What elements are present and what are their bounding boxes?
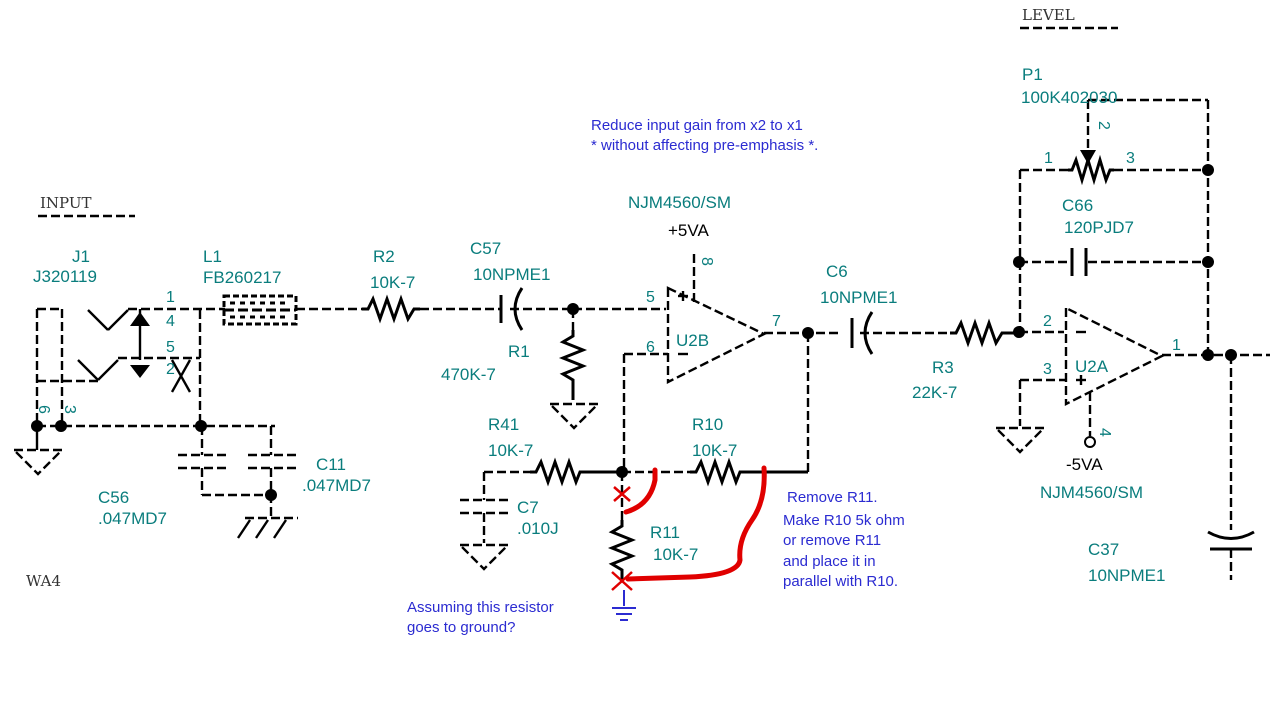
c7-capacitor [457,472,511,571]
r41-resistor [530,457,622,487]
j1-jack [11,307,275,476]
c37-value-label: 10NPME1 [1088,566,1165,585]
r11-value-label: 10K-7 [653,545,698,564]
c11-value-label: .047MD7 [302,476,371,495]
r2-resistor [362,294,420,324]
r1-ref-label: R1 [508,342,530,361]
c57-value-label: 10NPME1 [473,265,550,284]
u2b-pin-8: 8 [698,257,715,266]
u2a-ref-label: U2A [1075,357,1109,376]
level-section-title: LEVEL [1022,6,1075,24]
c11-ref-label: C11 [316,455,346,474]
r11-note-line-4: and place it in [783,553,876,570]
r3-ref-label: R3 [932,358,954,377]
r2-ref-label: R2 [373,247,395,266]
r11-resistor [607,520,637,580]
r41-ref-label: R41 [488,415,519,434]
p1-value-label: 100K402030 [1021,88,1117,107]
r11-note-line-3: or remove R11 [783,532,881,549]
r1-ground-symbol [547,402,601,430]
r11-note-line-2: Make R10 5k ohm [783,512,905,529]
u2b-ref-label: U2B [676,331,709,350]
c66-value-label: 120PJD7 [1064,218,1134,237]
u2a-pin-2: 2 [1043,313,1052,330]
j1-ref-label: J1 [72,247,90,266]
r11-ref-label: R11 [650,523,680,542]
ground-note: Assuming this resistor goes to ground? [407,599,558,636]
c37-capacitor [1207,530,1255,580]
j1-pin-3: 3 [61,405,78,414]
u2a-part-label: NJM4560/SM [1040,483,1143,502]
c56-ref-label: C56 [98,488,129,507]
c57-capacitor [499,287,572,331]
gain-note: Reduce input gain from x2 to x1 * withou… [591,117,818,154]
r10-value-label: 10K-7 [692,441,737,460]
u2b-pin-5: 5 [646,289,655,306]
c57-ref-label: C57 [470,239,501,258]
l1-ref-label: L1 [203,247,222,266]
j1-pin-1: 1 [166,289,175,306]
p1-pin-3: 3 [1126,150,1135,167]
r2-value-label: 10K-7 [370,273,415,292]
c56-value-label: .047MD7 [98,509,167,528]
r11-note: Remove R11. Make R10 5k ohm or remove R1… [783,489,909,590]
c6-capacitor [850,311,950,355]
j1-pin-6: 6 [35,405,52,414]
ground-note-line-1: Assuming this resistor [407,599,554,616]
r41-value-label: 10K-7 [488,441,533,460]
l1-value-label: FB260217 [203,268,281,287]
r1-value-label: 470K-7 [441,365,496,384]
r3-value-label: 22K-7 [912,383,957,402]
r11-note-line-5: parallel with R10. [783,573,898,590]
level-wiring [1013,98,1214,355]
c7-ref-label: C7 [517,498,539,517]
u2a-supply-label: -5VA [1066,455,1103,474]
u2a-pin-3: 3 [1043,361,1052,378]
gain-note-line-2: * without affecting pre-emphasis *. [591,137,818,154]
r1-resistor [558,330,588,400]
j1-pin-4: 4 [166,313,175,330]
c56-c11-capacitors [178,426,298,539]
c37-ref-label: C37 [1088,540,1119,559]
input-section-title: INPUT [40,194,92,212]
r10-ref-label: R10 [692,415,723,434]
u2a-pin-4: 4 [1096,428,1113,437]
j1-value-label: J320119 [33,267,97,286]
r3-resistor [950,318,1018,348]
j1-pin-5: 5 [166,339,175,356]
c6-ref-label: C6 [826,262,848,281]
ground-note-line-2: goes to ground? [407,619,515,636]
p1-pin-2: 2 [1095,121,1112,130]
j1-pin-2: 2 [166,361,175,378]
gain-note-line-1: Reduce input gain from x2 to x1 [591,117,803,134]
u2b-opamp [622,254,842,472]
p1-ref-label: P1 [1022,65,1043,84]
l1-ferrite-bead [222,294,362,326]
c66-ref-label: C66 [1062,196,1093,215]
c7-value-label: .010J [517,519,559,538]
partial-label: WA4 [26,572,61,590]
r11-note-line-1: Remove R11. [787,489,878,506]
r10-resistor [690,457,808,487]
blue-ground-symbol [612,590,636,621]
u2b-pin-7: 7 [772,313,781,330]
u2b-supply-label: +5VA [668,221,709,240]
p1-pin-1: 1 [1044,150,1053,167]
c6-value-label: 10NPME1 [820,288,897,307]
red-markup [611,465,767,591]
u2a-pin-1: 1 [1172,337,1181,354]
u2b-pin-6: 6 [646,339,655,356]
u2b-part-label: NJM4560/SM [628,193,731,212]
u2a-opamp [993,306,1270,530]
